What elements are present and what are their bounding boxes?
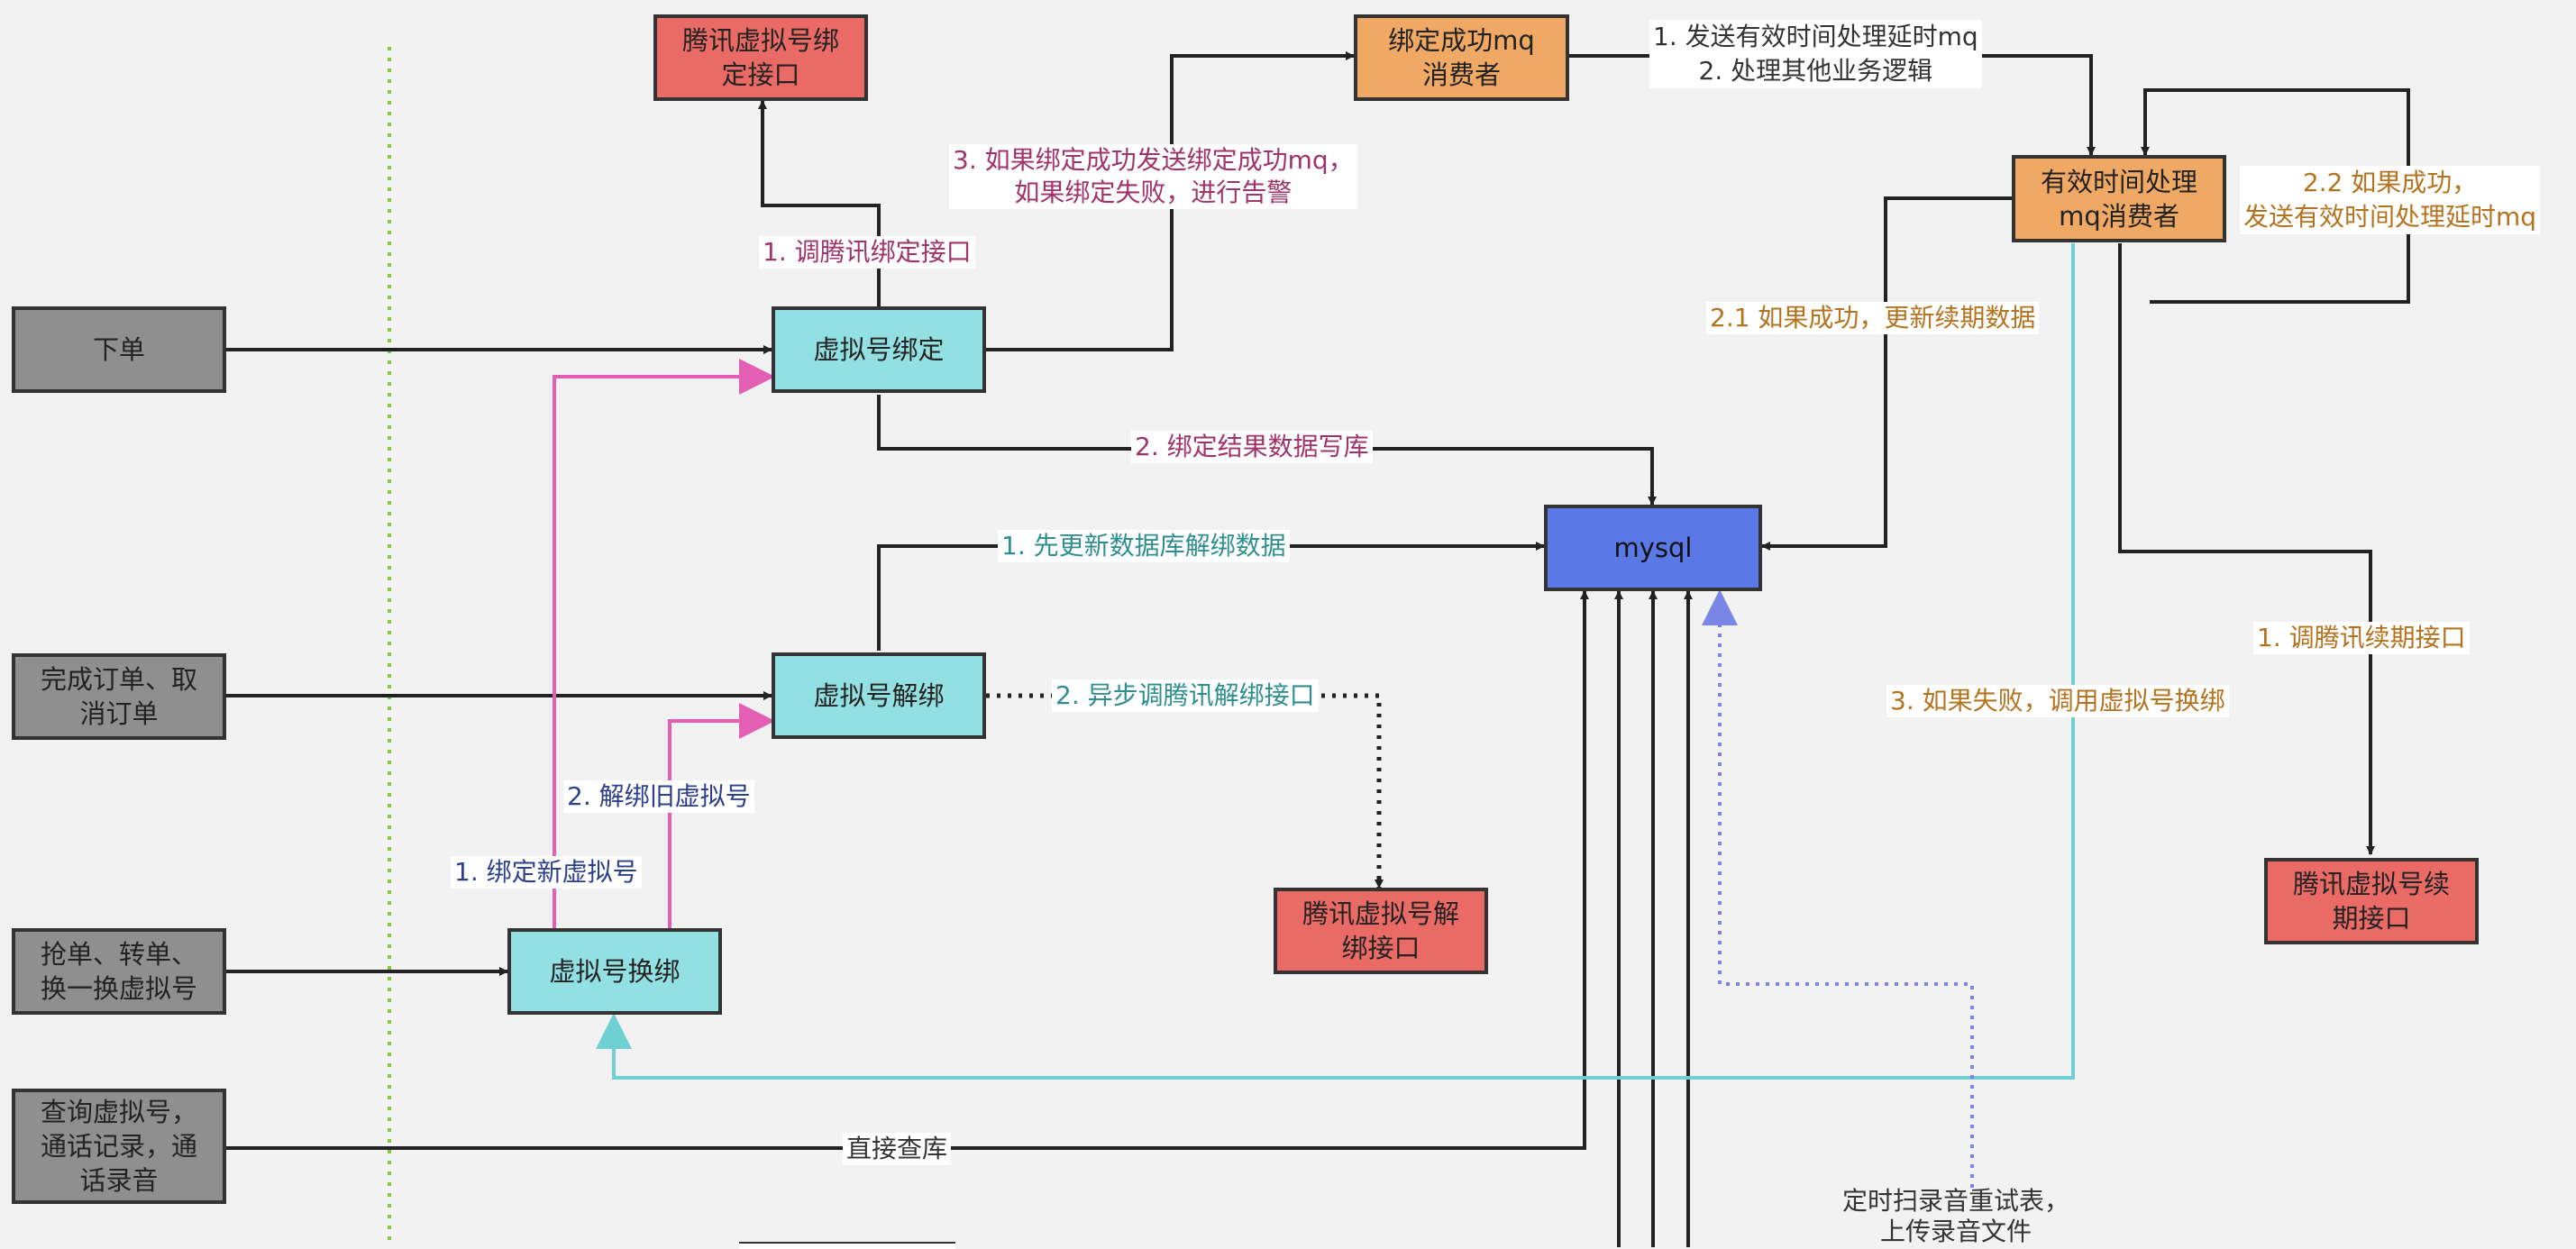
edge-unbind-to-tencent-unbind — [986, 693, 1384, 889]
node-vn-unbind: 虚拟号解绑 — [772, 652, 986, 739]
node-tencent-renew-api: 腾讯虚拟号续 期接口 — [2264, 858, 2479, 944]
node-vn-bind: 虚拟号绑定 — [772, 306, 986, 393]
label-call-tencent-renew: 1. 调腾讯续期接口 — [2253, 622, 2470, 654]
node-bind-success-mq: 绑定成功mq 消费者 — [1354, 14, 1569, 101]
node-grab-transfer: 抢单、转单、 换一换虚拟号 — [12, 928, 226, 1015]
edge-valid-to-renew — [2118, 243, 2375, 855]
cut-off-node — [739, 1242, 955, 1249]
label-bind-success-send-mq: 3. 如果绑定成功发送绑定成功mq， 如果绑定失败，进行告警 — [949, 144, 1357, 209]
node-query: 查询虚拟号， 通话记录，通 话录音 — [12, 1089, 226, 1204]
edge-unbind-to-mysql — [877, 542, 1545, 651]
label-send-valid-delay: 1. 发送有效时间处理延时mq 2. 处理其他业务逻辑 — [1649, 20, 1982, 88]
label-bind-new: 1. 绑定新虚拟号 — [451, 856, 642, 889]
edge-bind-to-tencent — [758, 100, 881, 306]
edge-valid-to-rebind — [596, 243, 2075, 1080]
node-complete-cancel: 完成订单、取 消订单 — [12, 653, 226, 740]
node-valid-time-mq: 有效时间处理 mq消费者 — [2012, 155, 2226, 242]
node-mysql: mysql — [1544, 505, 1762, 591]
edge-record-scan-to-mysql — [1702, 589, 1974, 1188]
label-bind-result-write-db: 2. 绑定结果数据写库 — [1131, 431, 1373, 463]
node-tencent-unbind-api: 腾讯虚拟号解 绑接口 — [1274, 888, 1488, 974]
node-tencent-bind-api: 腾讯虚拟号绑 定接口 — [653, 14, 868, 101]
edge-rebind-to-unbind — [668, 703, 775, 928]
edge-query-to-mysql — [226, 590, 1589, 1150]
edge-valid-to-mysql — [1761, 196, 2012, 551]
node-vn-rebind: 虚拟号换绑 — [507, 928, 722, 1015]
label-unbind-old: 2. 解绑旧虚拟号 — [563, 780, 754, 813]
label-async-unbind: 2. 异步调腾讯解绑接口 — [1052, 679, 1319, 712]
label-call-tencent-bind: 1. 调腾讯绑定接口 — [759, 236, 975, 269]
node-order: 下单 — [12, 306, 226, 393]
label-direct-query: 直接查库 — [843, 1133, 952, 1165]
edge-rebind-to-bind — [553, 359, 775, 928]
label-if-success-update-renew: 2.1 如果成功，更新续期数据 — [1706, 302, 2040, 334]
label-if-success-send-delay: 2.2 如果成功， 发送有效时间处理延时mq — [2240, 166, 2541, 234]
label-scan-record-retry: 定时扫录音重试表， 上传录音文件 — [1842, 1186, 2070, 1246]
edge-valid-self-loop — [2141, 88, 2410, 304]
label-if-fail-rebind: 3. 如果失败，调用虚拟号换绑 — [1886, 685, 2229, 717]
label-update-db-unbind: 1. 先更新数据库解绑数据 — [998, 530, 1290, 562]
